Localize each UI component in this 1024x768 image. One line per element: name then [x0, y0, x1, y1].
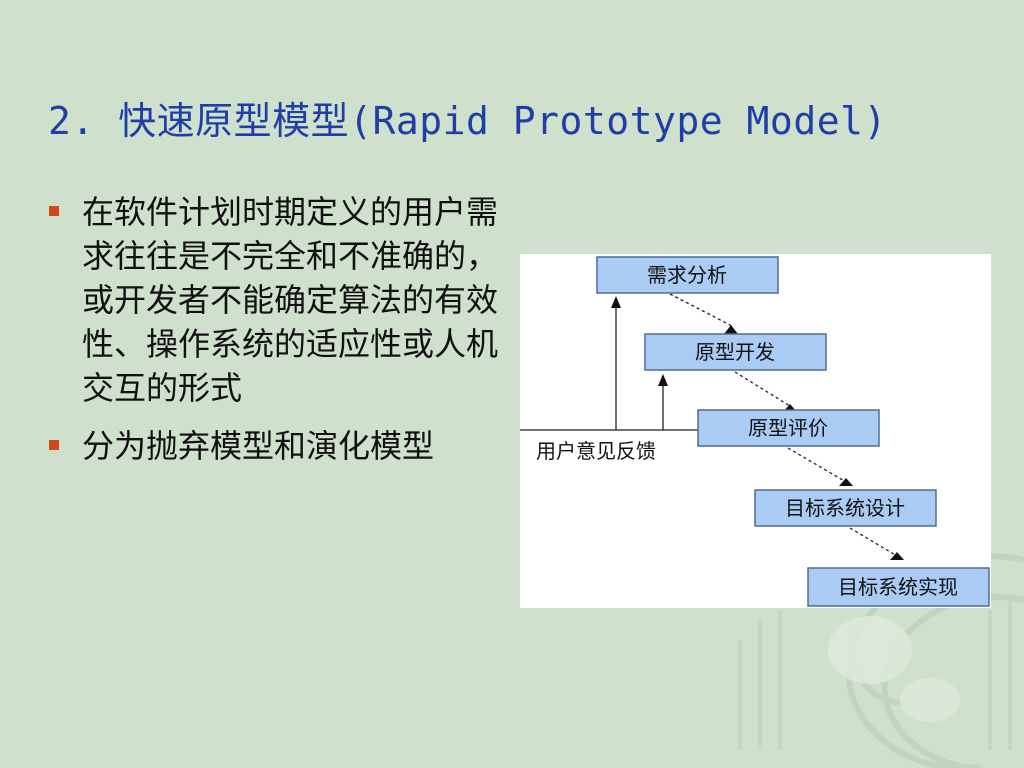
bullet-text: 在软件计划时期定义的用户需求往往是不完全和不准确的，或开发者不能确定算法的有效性…	[82, 193, 499, 407]
arrow-head-icon	[658, 374, 668, 386]
node-label: 原型评价	[748, 416, 828, 440]
prototype-model-diagram: 需求分析 原型开发 原型评价 目标系统设计 目标系统实现 用户意见反馈	[520, 254, 991, 608]
square-bullet-icon	[49, 440, 59, 450]
arrow-head-icon	[724, 325, 738, 334]
square-bullet-icon	[49, 206, 59, 216]
node-requirements-analysis: 需求分析	[596, 256, 779, 294]
node-label: 目标系统设计	[785, 496, 905, 520]
arrow-head-icon	[839, 478, 853, 486]
flow-connector	[734, 371, 791, 407]
feedback-label: 用户意见反馈	[536, 439, 656, 463]
flow-connector	[787, 447, 847, 483]
node-target-system-implementation: 目标系统实现	[807, 567, 990, 607]
bullet-item: 在软件计划时期定义的用户需求往往是不完全和不准确的，或开发者不能确定算法的有效性…	[46, 190, 506, 410]
flow-connector	[849, 527, 898, 557]
bullet-list: 在软件计划时期定义的用户需求往往是不完全和不准确的，或开发者不能确定算法的有效性…	[46, 190, 506, 482]
node-prototype-evaluation: 原型评价	[697, 409, 880, 447]
slide-title: 2. 快速原型模型(Rapid Prototype Model)	[48, 99, 887, 143]
arrow-head-icon	[890, 552, 904, 560]
diagram-canvas: 需求分析 原型开发 原型评价 目标系统设计 目标系统实现 用户意见反馈	[520, 256, 990, 607]
bullet-item: 分为抛弃模型和演化模型	[46, 424, 506, 468]
node-label: 需求分析	[647, 263, 727, 287]
node-label: 目标系统实现	[838, 575, 958, 599]
node-prototype-development: 原型开发	[644, 333, 827, 371]
node-target-system-design: 目标系统设计	[754, 489, 937, 527]
bullet-text: 分为抛弃模型和演化模型	[82, 427, 435, 465]
flow-connector	[669, 293, 733, 327]
node-label: 原型开发	[695, 340, 775, 364]
arrow-head-icon	[611, 296, 621, 308]
